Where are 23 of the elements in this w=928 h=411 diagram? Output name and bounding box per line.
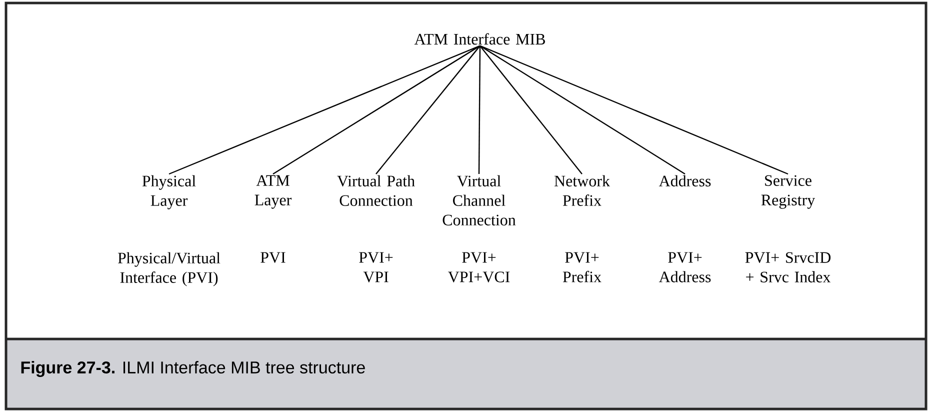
tree-line — [168, 45, 480, 175]
tree-label: Physical Layer — [142, 175, 196, 210]
tree-label: Service Registry — [761, 175, 816, 209]
index-label: PVI — [260, 252, 286, 263]
index-label: PVI+ VPI — [359, 252, 393, 282]
tree-line — [272, 45, 480, 174]
index-label: Physical/Virtual Interface (PVI) — [118, 252, 220, 286]
tree-label: Address — [658, 175, 711, 186]
tree-label: Virtual Channel Connection — [442, 175, 516, 226]
index-label: PVI+ SrvcID + Srvc Index — [745, 252, 831, 282]
tree-label: Virtual Path Connection — [337, 175, 415, 206]
tree-label: Network Prefix — [554, 175, 610, 206]
tree-label: ATM Interface MIB — [414, 33, 545, 45]
tree-line — [480, 45, 788, 175]
tree-line — [480, 45, 686, 174]
index-label: PVI+ Address — [658, 252, 711, 282]
figure-caption: Figure 27-3. ILMI Interface MIB tree structure — [21, 361, 365, 377]
index-label: PVI+ VPI+VCI — [448, 252, 510, 282]
tree-line — [478, 46, 481, 174]
index-label: PVI+ Prefix — [562, 252, 602, 282]
tree-line — [376, 45, 480, 174]
tree-label: ATM Layer — [254, 175, 292, 209]
tree-line — [480, 45, 582, 174]
